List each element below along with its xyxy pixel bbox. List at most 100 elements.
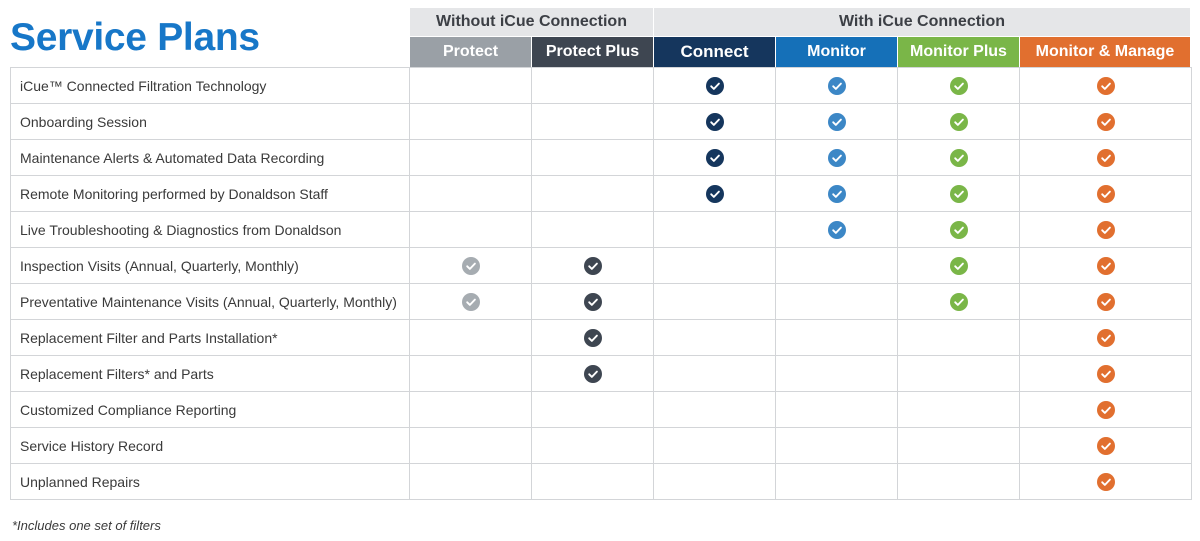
plan-cell-protect-plus — [531, 211, 654, 248]
plan-header-monitor: Monitor — [776, 37, 897, 67]
plan-cell-monitor — [775, 319, 898, 356]
plan-cell-monitor-manage — [1019, 211, 1192, 248]
feature-label: Unplanned Repairs — [10, 463, 410, 500]
check-icon — [583, 328, 602, 347]
plan-cell-protect — [409, 355, 532, 392]
group-header-with-icue: With iCue Connection — [654, 8, 1190, 36]
check-icon — [705, 76, 724, 95]
check-icon — [827, 220, 846, 239]
plan-cell-monitor — [775, 247, 898, 284]
feature-label: Inspection Visits (Annual, Quarterly, Mo… — [10, 247, 410, 284]
plan-cell-protect — [409, 247, 532, 284]
table-row: Maintenance Alerts & Automated Data Reco… — [10, 139, 1192, 176]
plan-cell-monitor-plus — [897, 211, 1020, 248]
check-icon — [583, 364, 602, 383]
feature-label: Onboarding Session — [10, 103, 410, 140]
plan-cell-protect — [409, 211, 532, 248]
plan-cell-connect — [653, 175, 776, 212]
plan-cell-monitor-manage — [1019, 139, 1192, 176]
check-icon — [1096, 220, 1115, 239]
plan-cell-connect — [653, 67, 776, 104]
check-icon — [949, 76, 968, 95]
check-icon — [827, 112, 846, 131]
plan-cell-monitor — [775, 175, 898, 212]
check-icon — [949, 292, 968, 311]
plan-cell-monitor-manage — [1019, 67, 1192, 104]
plan-cell-connect — [653, 247, 776, 284]
check-icon — [1096, 76, 1115, 95]
table-row: Customized Compliance Reporting — [10, 391, 1192, 428]
check-icon — [461, 256, 480, 275]
plan-cell-connect — [653, 355, 776, 392]
plan-cell-monitor-plus — [897, 67, 1020, 104]
plan-cell-connect — [653, 139, 776, 176]
plan-cell-monitor-plus — [897, 139, 1020, 176]
plan-cell-monitor-manage — [1019, 463, 1192, 500]
check-icon — [1096, 472, 1115, 491]
plan-cell-monitor-manage — [1019, 247, 1192, 284]
table-row: Replacement Filters* and Parts — [10, 355, 1192, 392]
plan-cell-protect-plus — [531, 67, 654, 104]
plan-cell-protect — [409, 175, 532, 212]
plan-cell-protect — [409, 391, 532, 428]
check-icon — [1096, 400, 1115, 419]
feature-label: Maintenance Alerts & Automated Data Reco… — [10, 139, 410, 176]
check-icon — [1096, 148, 1115, 167]
check-icon — [1096, 184, 1115, 203]
feature-label: Customized Compliance Reporting — [10, 391, 410, 428]
plan-cell-protect-plus — [531, 139, 654, 176]
check-icon — [1096, 328, 1115, 347]
plan-cell-protect-plus — [531, 103, 654, 140]
feature-label: Preventative Maintenance Visits (Annual,… — [10, 283, 410, 320]
table-row: iCue™ Connected Filtration Technology — [10, 67, 1192, 104]
feature-label: Live Troubleshooting & Diagnostics from … — [10, 211, 410, 248]
plan-header-monitor-plus: Monitor Plus — [898, 37, 1019, 67]
plan-header-protect: Protect — [410, 37, 531, 67]
plan-cell-monitor-plus — [897, 283, 1020, 320]
plan-cell-connect — [653, 283, 776, 320]
plan-cell-protect — [409, 319, 532, 356]
plan-cell-protect — [409, 103, 532, 140]
check-icon — [1096, 436, 1115, 455]
plan-cell-monitor — [775, 463, 898, 500]
plan-cell-monitor-plus — [897, 103, 1020, 140]
plan-cell-protect-plus — [531, 319, 654, 356]
plan-cell-monitor-manage — [1019, 103, 1192, 140]
check-icon — [583, 256, 602, 275]
plan-header-protect-plus: Protect Plus — [532, 37, 653, 67]
plan-cell-protect — [409, 67, 532, 104]
plan-cell-connect — [653, 463, 776, 500]
footnote: *Includes one set of filters — [12, 518, 161, 533]
plan-cell-protect — [409, 139, 532, 176]
plan-cell-connect — [653, 427, 776, 464]
feature-label: Remote Monitoring performed by Donaldson… — [10, 175, 410, 212]
feature-label: Service History Record — [10, 427, 410, 464]
plan-cell-monitor-plus — [897, 247, 1020, 284]
check-icon — [827, 184, 846, 203]
check-icon — [827, 76, 846, 95]
plan-cell-monitor — [775, 391, 898, 428]
plan-cell-monitor-plus — [897, 319, 1020, 356]
feature-label: iCue™ Connected Filtration Technology — [10, 67, 410, 104]
plan-cell-protect-plus — [531, 247, 654, 284]
plan-cell-protect-plus — [531, 463, 654, 500]
table-row: Inspection Visits (Annual, Quarterly, Mo… — [10, 247, 1192, 284]
check-icon — [949, 220, 968, 239]
check-icon — [1096, 364, 1115, 383]
plan-cell-protect-plus — [531, 391, 654, 428]
check-icon — [949, 256, 968, 275]
table-row: Live Troubleshooting & Diagnostics from … — [10, 211, 1192, 248]
check-icon — [705, 184, 724, 203]
plan-cell-monitor-manage — [1019, 427, 1192, 464]
plan-cell-protect-plus — [531, 355, 654, 392]
table-row: Service History Record — [10, 427, 1192, 464]
check-icon — [583, 292, 602, 311]
plan-cell-connect — [653, 103, 776, 140]
check-icon — [949, 184, 968, 203]
table-row: Unplanned Repairs — [10, 463, 1192, 500]
plan-cell-monitor-plus — [897, 355, 1020, 392]
plan-cell-protect — [409, 463, 532, 500]
plan-cell-protect-plus — [531, 427, 654, 464]
